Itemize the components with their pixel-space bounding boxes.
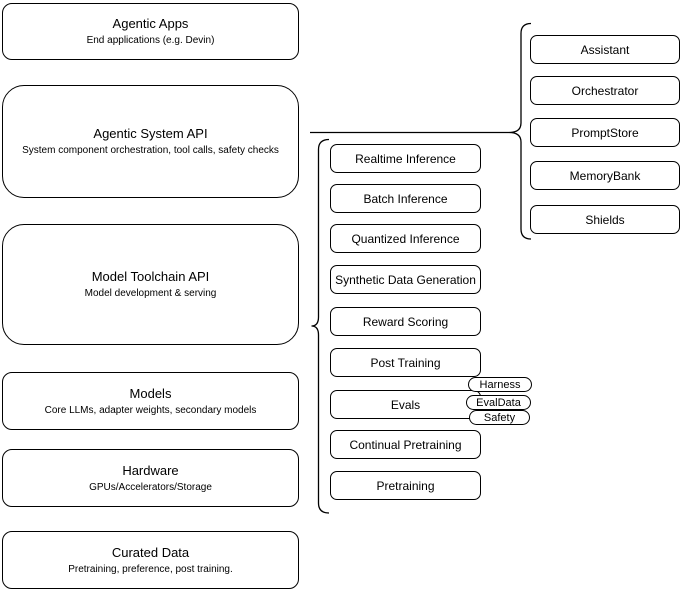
box-title: Model Toolchain API <box>91 269 210 284</box>
node-shields: Shields <box>530 205 680 234</box>
node-quantized-inference: Quantized Inference <box>330 224 481 253</box>
box-subtitle: Pretraining, preference, post training. <box>68 563 233 575</box>
node-evals: Evals <box>330 390 481 419</box>
box-title: Hardware <box>122 462 179 478</box>
box-agentic-apps: Agentic Apps End applications (e.g. Devi… <box>2 3 299 60</box>
node-post-training: Post Training <box>330 348 481 377</box>
node-batch-inference: Batch Inference <box>330 184 481 213</box>
node-memorybank: MemoryBank <box>530 161 680 190</box>
system-group-brace <box>508 22 532 240</box>
box-subtitle: Model development & serving <box>84 288 217 299</box>
box-title: Curated Data <box>111 544 190 560</box>
box-model-toolchain-api: Model Toolchain API Model development & … <box>2 224 299 345</box>
box-title: Agentic System API <box>93 126 208 141</box>
toolchain-group-brace <box>311 138 330 514</box>
node-pretraining: Pretraining <box>330 471 481 500</box>
node-assistant: Assistant <box>530 35 680 64</box>
box-subtitle: End applications (e.g. Devin) <box>86 35 215 46</box>
badge-evaldata: EvalData <box>466 395 531 410</box>
box-title: Agentic Apps <box>112 16 189 31</box>
node-synthetic-data-generation: Synthetic Data Generation <box>330 265 481 294</box>
box-subtitle: System component orchestration, tool cal… <box>22 145 279 156</box>
node-realtime-inference: Realtime Inference <box>330 144 481 173</box>
box-subtitle: GPUs/Accelerators/Storage <box>89 481 212 493</box>
box-models: Models Core LLMs, adapter weights, secon… <box>2 372 299 430</box>
box-subtitle: Core LLMs, adapter weights, secondary mo… <box>44 404 257 416</box>
box-curated-data: Curated Data Pretraining, preference, po… <box>2 531 299 589</box>
node-promptstore: PromptStore <box>530 118 680 147</box>
badge-harness: Harness <box>468 377 532 392</box>
badge-safety: Safety <box>469 410 530 425</box>
box-agentic-system-api: Agentic System API System component orch… <box>2 85 299 198</box>
box-title: Models <box>129 385 172 401</box>
box-hardware: Hardware GPUs/Accelerators/Storage <box>2 449 299 507</box>
node-continual-pretraining: Continual Pretraining <box>330 430 481 459</box>
node-orchestrator: Orchestrator <box>530 76 680 105</box>
node-reward-scoring: Reward Scoring <box>330 307 481 336</box>
